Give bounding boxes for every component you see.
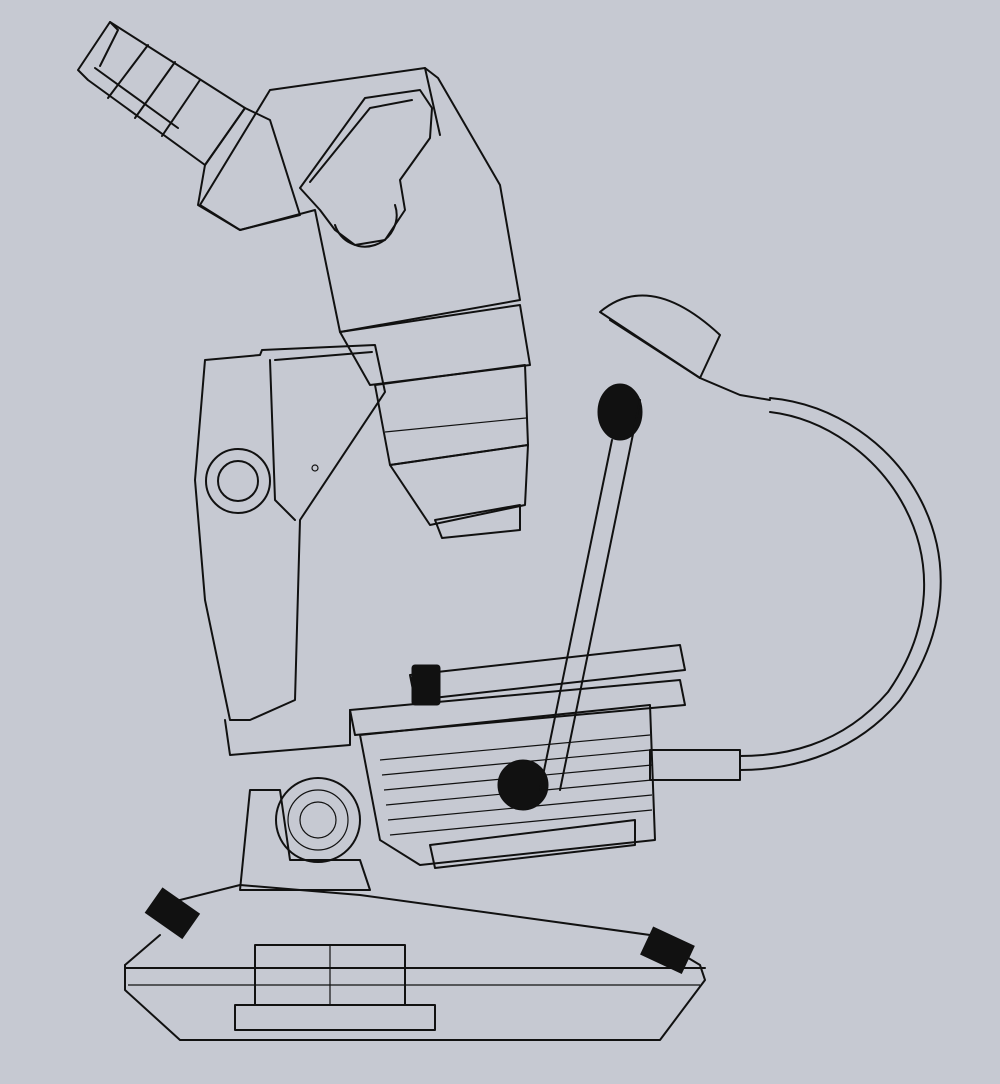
specimen-stage (349, 644, 686, 869)
gooseneck-light (599, 294, 942, 781)
base (124, 884, 706, 1041)
binocular-head (199, 67, 521, 333)
pillar-and-focus-knob (239, 777, 371, 891)
base-screw-left (144, 887, 201, 940)
base-screw-right (640, 926, 695, 974)
zoom-body (339, 304, 531, 539)
stage-knob (411, 664, 441, 706)
light-rod (539, 383, 643, 791)
stage-control-knob (497, 759, 549, 811)
focus-arm (194, 344, 386, 756)
eyepiece (77, 21, 301, 231)
light-head (597, 383, 643, 441)
